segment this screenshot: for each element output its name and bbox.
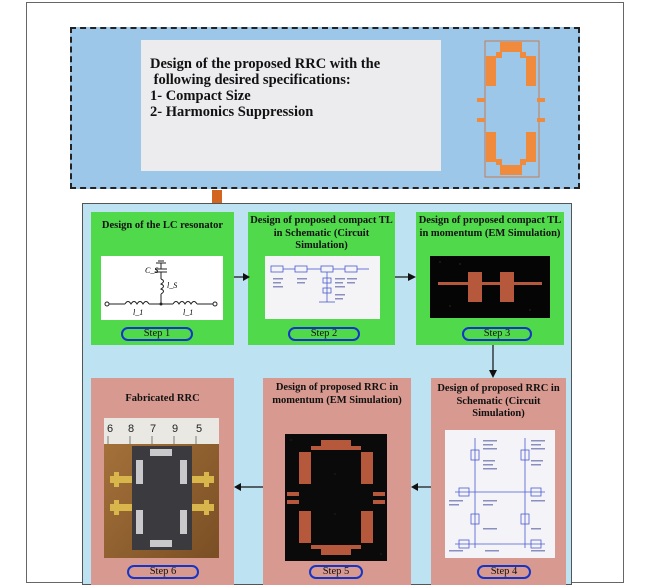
step-5-pill: Step 5	[309, 565, 363, 579]
arrow-step3-to-step4-icon	[489, 345, 497, 378]
step-5-title: Design of proposed RRC in momentum (EM S…	[272, 382, 402, 406]
step-3-card: Design of proposed compact TL in momentu…	[416, 212, 564, 345]
step-2-title: Design of proposed compact TL in Schemat…	[250, 215, 393, 251]
l1-left-label: l_1	[133, 308, 143, 317]
lc-resonator-schematic: C_S l_S l_1 l_1	[101, 256, 223, 320]
spec-line-3: 1- Compact Size	[150, 88, 251, 104]
ruler-mark-6: 6	[107, 423, 113, 435]
step-4-card: Design of proposed RRC in Schematic (Cir…	[431, 378, 566, 585]
specifications-text: Design of the proposed RRC with the foll…	[150, 56, 450, 120]
specifications-text-panel	[141, 40, 441, 171]
step-6-title: Fabricated RRC	[125, 393, 200, 404]
l1-right-label: l_1	[183, 308, 193, 317]
step-2-card: Design of proposed compact TL in Schemat…	[248, 212, 395, 345]
step-4-pill: Step 4	[477, 565, 531, 579]
step-3-title: Design of proposed compact TL in momentu…	[418, 215, 562, 239]
ruler-mark-7: 7	[150, 423, 156, 435]
spec-line-4: 2- Harmonics Suppression	[150, 104, 314, 120]
arrow-step4-to-step5-icon	[411, 483, 431, 491]
cs-label: C_S	[145, 266, 158, 275]
compact-tl-momentum-image	[430, 256, 550, 318]
spec-line-2: following desired specifications:	[150, 72, 351, 88]
ruler-mark-9: 9	[172, 423, 178, 435]
step-1-card: Design of the LC resonator C_S	[91, 212, 234, 345]
ls-label: l_S	[167, 281, 177, 290]
rrc-layout-icon	[477, 40, 545, 178]
step-4-title: Design of proposed RRC in Schematic (Cir…	[437, 383, 560, 419]
step-6-pill: Step 6	[127, 565, 199, 579]
spec-line-1: Design of the proposed RRC with the	[150, 56, 381, 72]
arrow-step1-to-step2-icon	[234, 273, 250, 281]
step-2-pill: Step 2	[288, 327, 360, 341]
compact-tl-schematic-image	[265, 256, 380, 319]
ruler-mark-8: 8	[128, 423, 134, 435]
step-3-pill: Step 3	[462, 327, 532, 341]
step-1-pill: Step 1	[121, 327, 193, 341]
fabricated-rrc-photo: 6 8 7 9 5	[104, 418, 219, 558]
step-6-card: Fabricated RRC 6 8 7 9 5	[91, 378, 234, 585]
step-1-title: Design of the LC resonator	[101, 220, 224, 231]
rrc-schematic-image	[445, 430, 555, 558]
step-5-card: Design of proposed RRC in momentum (EM S…	[263, 378, 411, 585]
arrow-step2-to-step3-icon	[395, 273, 416, 281]
arrow-step5-to-step6-icon	[234, 483, 263, 491]
rrc-momentum-image	[285, 434, 387, 561]
ruler-mark-5: 5	[196, 423, 202, 435]
